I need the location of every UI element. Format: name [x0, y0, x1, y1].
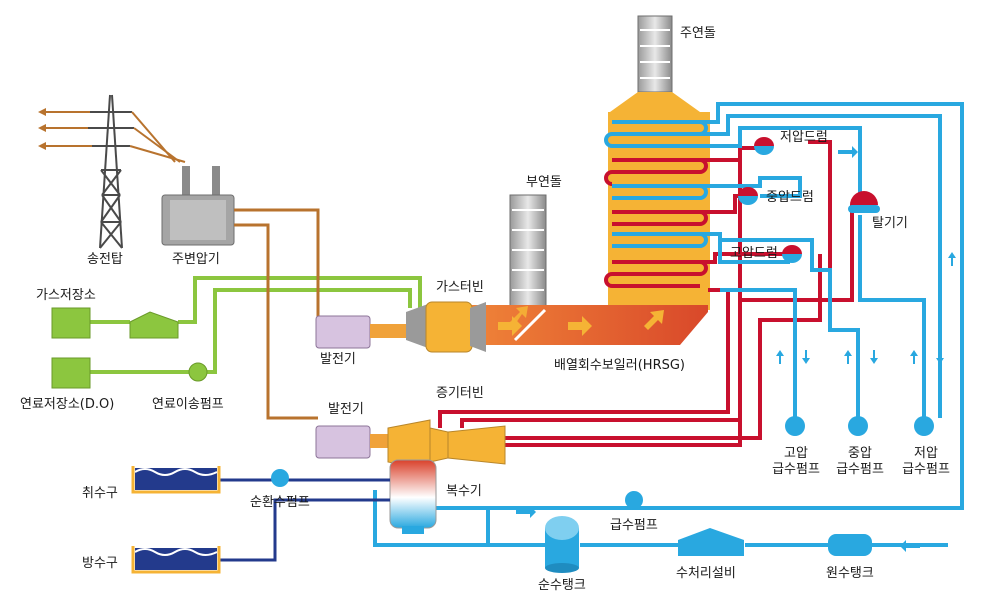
damper-icon: [513, 308, 547, 342]
ip-drum-label: 중압드럼: [766, 190, 814, 205]
ip-feed-pump-label-line2: 급수펌프: [836, 462, 884, 477]
hp-drum-label: 고압드럼: [730, 246, 778, 261]
transmission-tower-label: 송전탑: [87, 252, 123, 267]
condenser-outlet: [402, 526, 424, 534]
flow-arrows: [498, 306, 664, 336]
deaerator-label: 탈기기: [872, 216, 908, 231]
circulating-pump-label: 순환수펌프: [250, 495, 310, 510]
intake-icon: [131, 466, 221, 494]
bypass-stack-label: 부연돌: [526, 175, 562, 190]
deaerator-icon: [848, 191, 880, 213]
steam-turbine-label: 증기터빈: [436, 386, 484, 401]
condenser-icon: [389, 459, 437, 529]
ip-feed-pump-label-line1: 중압: [848, 446, 872, 461]
lp-feed-pump-label-line1: 저압: [914, 446, 938, 461]
transmission-tower-icon: [38, 94, 186, 249]
raw-water-tank-icon: [828, 534, 872, 556]
cooling-lines: [218, 478, 390, 562]
intake-label: 취수구: [82, 486, 118, 501]
hp-feed-pump-label: 고압 급수펌프: [768, 446, 824, 478]
fuel-lines: [90, 276, 422, 374]
pure-water-tank-label: 순수탱크: [538, 578, 586, 593]
fuel-storage-icon: [51, 357, 91, 389]
condenser-label: 복수기: [446, 484, 482, 499]
main-transformer-icon: [161, 166, 235, 246]
lp-drum-label: 저압드럼: [780, 130, 828, 145]
gas-turbine-label: 가스터빈: [436, 280, 484, 295]
circulating-pump-icon: [271, 469, 289, 487]
water-treatment-icon: [678, 528, 744, 556]
main-transformer-label: 주변압기: [172, 252, 220, 267]
bypass-stack-icon: [509, 194, 547, 316]
feed-pump-label: 급수펌프: [610, 518, 658, 533]
raw-water-tank-label: 원수탱크: [826, 566, 874, 581]
hp-feed-pump-label-line2: 급수펌프: [772, 462, 820, 477]
hrsg-label: 배열회수보일러(HRSG): [554, 358, 685, 373]
ip-feed-pump-label: 중압 급수펌프: [832, 446, 888, 478]
gas-turbine-icon: [406, 301, 486, 353]
water-flow-arrows: [516, 146, 956, 552]
steam-turbine-icon: [387, 419, 506, 471]
water-treatment-label: 수처리설비: [676, 566, 736, 581]
generator-top-label: 발전기: [320, 352, 356, 367]
hp-feed-pump-icon: [785, 416, 805, 436]
ip-feed-pump-icon: [848, 416, 868, 436]
main-stack-icon: [610, 15, 700, 112]
feed-pump-icon: [625, 491, 643, 509]
fuel-storage-label: 연료저장소(D.O): [20, 397, 115, 412]
fuel-pump-label: 연료이송펌프: [152, 397, 224, 412]
discharge-label: 방수구: [82, 556, 118, 571]
gas-storage-label: 가스저장소: [36, 288, 96, 303]
power-lines: [234, 208, 320, 420]
ip-drum-icon: [738, 187, 758, 205]
generator-top-icon: [315, 315, 406, 349]
generator-bottom-icon: [315, 425, 390, 459]
fuel-pump-icon: [188, 362, 208, 382]
hp-drum-icon: [782, 245, 802, 263]
water-lines: [373, 102, 964, 547]
main-stack-label: 주연돌: [680, 26, 716, 41]
gas-valve-icon: [129, 311, 179, 339]
lp-feed-pump-icon: [914, 416, 934, 436]
gas-storage-icon: [51, 307, 91, 339]
pure-water-tank-icon: [545, 516, 579, 573]
lp-feed-pump-label: 저압 급수펌프: [898, 446, 954, 478]
lp-drum-icon: [754, 137, 774, 155]
lp-feed-pump-label-line2: 급수펌프: [902, 462, 950, 477]
discharge-icon: [131, 546, 221, 574]
generator-bottom-label: 발전기: [328, 402, 364, 417]
hp-feed-pump-label-line1: 고압: [784, 446, 808, 461]
